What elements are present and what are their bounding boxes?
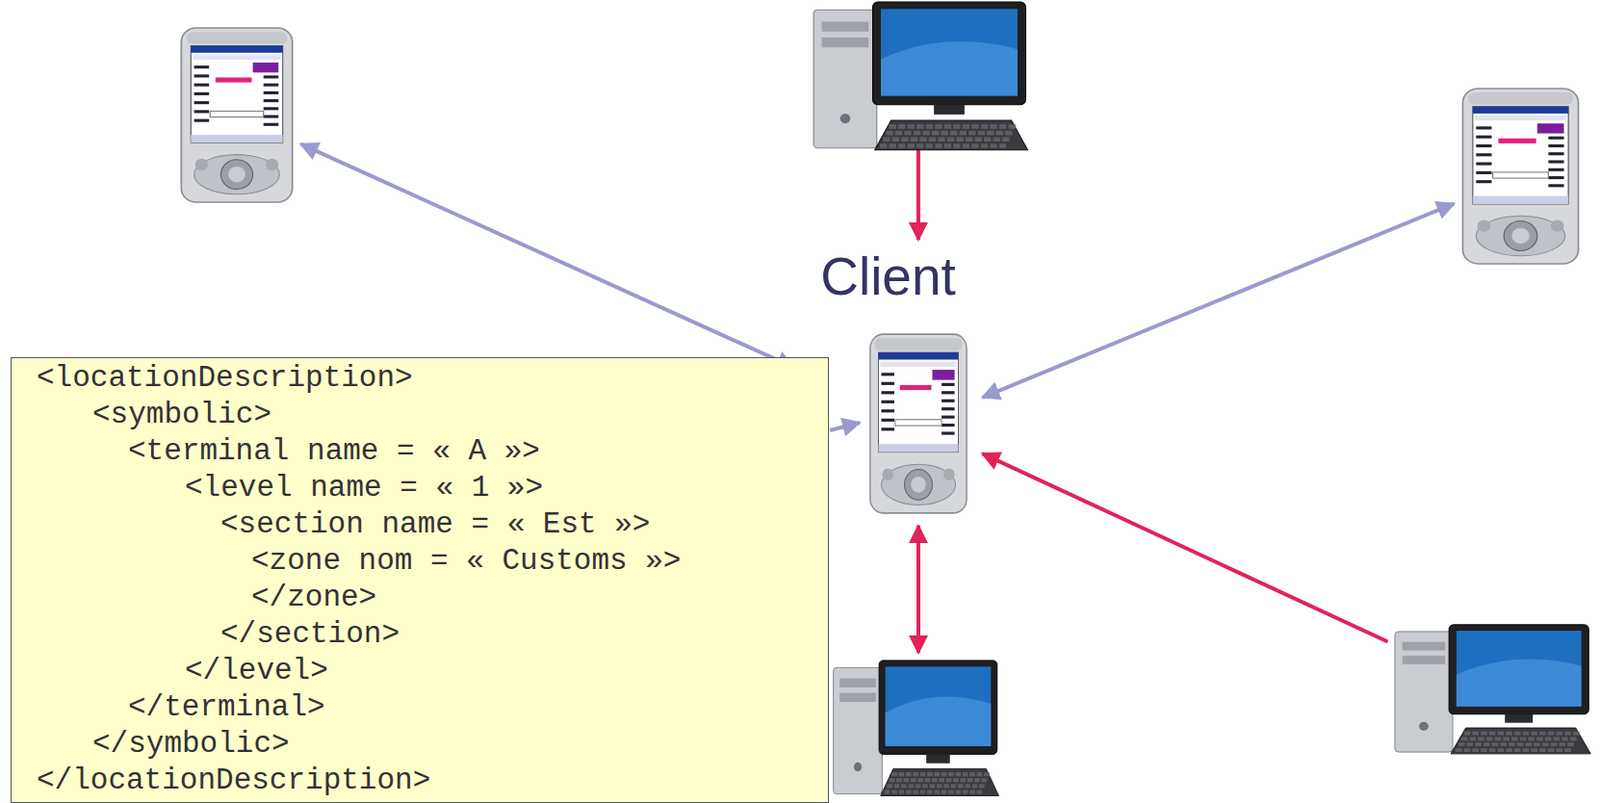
- code-line: </symbolic>: [11, 725, 828, 763]
- code-line: <symbolic>: [11, 396, 828, 434]
- code-line: </zone>: [11, 579, 828, 617]
- pda-device: [178, 25, 296, 205]
- code-line: </level>: [11, 652, 828, 690]
- partial-arrow: [829, 422, 860, 431]
- pda-illustration: [867, 332, 970, 516]
- device-label: Client: [799, 245, 978, 308]
- code-box: <locationDescription><symbolic><terminal…: [10, 357, 829, 803]
- code-line: <terminal name = « A »>: [11, 433, 828, 470]
- desktop-illustration: [831, 658, 1006, 803]
- code-line: <level name = « 1 »>: [11, 469, 828, 507]
- connector-arrow: [982, 203, 1455, 397]
- code-line: </locationDescription>: [11, 762, 828, 800]
- pda-device: [1459, 86, 1582, 266]
- code-line: <section name = « Est »>: [11, 506, 828, 543]
- desktop-computer: [1393, 622, 1599, 761]
- desktop-illustration: [1393, 622, 1599, 761]
- code-line: <zone nom = « Customs »>: [11, 542, 828, 580]
- code-line: </terminal>: [11, 689, 828, 726]
- desktop-computer: [831, 658, 1006, 803]
- connector-arrow: [916, 525, 921, 653]
- desktop-computer: [811, 0, 1036, 121]
- code-line: <locationDescription>: [11, 360, 828, 397]
- desktop-illustration: [811, 0, 1036, 158]
- pda-illustration: [178, 25, 296, 205]
- connector-arrow: [981, 453, 1388, 642]
- pda-illustration: [1459, 86, 1582, 266]
- connector-arrow: [300, 144, 794, 368]
- code-line: </section>: [11, 616, 828, 653]
